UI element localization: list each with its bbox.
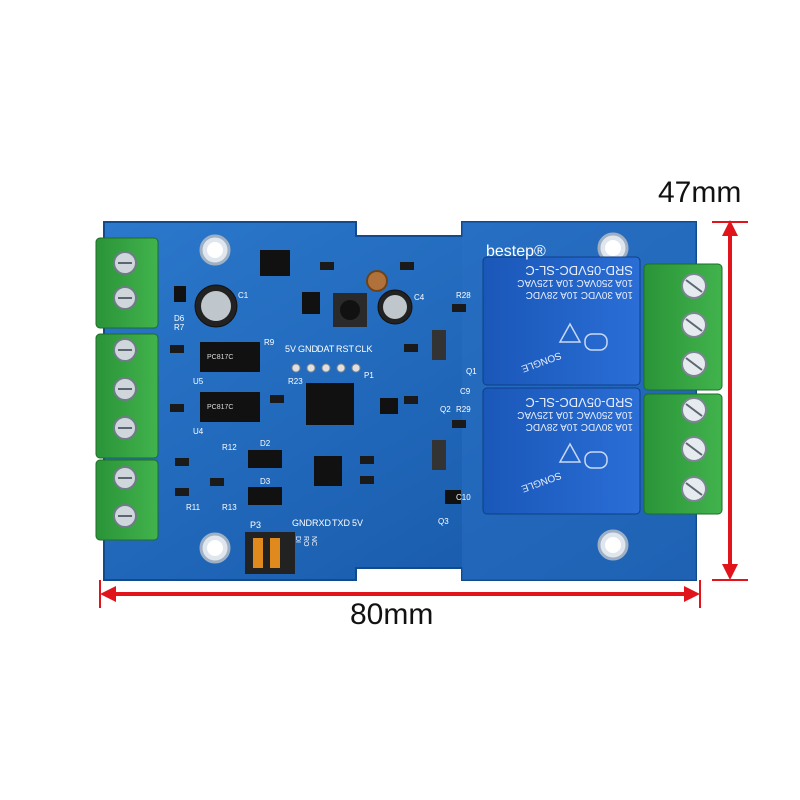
jumper-pin-nc: NC bbox=[310, 536, 317, 546]
width-dimension bbox=[99, 580, 701, 608]
relay-2-rating-2: 10A 30VDC 10A 28VDC bbox=[526, 421, 633, 432]
pin-header bbox=[291, 363, 361, 373]
pin-label-rst: RST bbox=[336, 344, 355, 354]
label-u4: U4 bbox=[193, 427, 204, 436]
height-label: 47mm bbox=[658, 176, 742, 209]
relay-1-model: SRD-05VDC-SL-C bbox=[525, 263, 633, 278]
label-r29: R29 bbox=[456, 405, 471, 414]
opto-labels: PC817C PC817C bbox=[207, 354, 233, 411]
pin-label-5v: 5V bbox=[285, 344, 296, 354]
mounting-holes bbox=[199, 232, 629, 564]
label-r11: R11 bbox=[186, 503, 201, 512]
label-u5: U5 bbox=[193, 377, 204, 386]
right-terminal-blocks bbox=[643, 263, 723, 515]
relay-1-rating-2: 10A 30VDC 10A 28VDC bbox=[526, 289, 633, 300]
silkscreen-labels: U5 U4 C1 C4 D6 R7 R9 R11 R12 R13 D2 D3 R… bbox=[174, 291, 477, 526]
components bbox=[170, 250, 466, 505]
label-q3: Q3 bbox=[438, 517, 449, 526]
jumper-pin-labels: NC RO DI bbox=[294, 536, 317, 547]
opto-1-text: PC817C bbox=[207, 354, 233, 361]
height-dimension bbox=[712, 220, 748, 581]
uart-labels: GND RXD TXD 5V P3 bbox=[250, 518, 363, 530]
pin-header-labels: 5V GND DAT RST CLK bbox=[285, 344, 373, 354]
label-r9: R9 bbox=[264, 338, 275, 347]
pin-label-clk: CLK bbox=[355, 344, 373, 354]
label-d6: D6 bbox=[174, 314, 185, 323]
jumper-label: P3 bbox=[250, 520, 261, 530]
label-c10: C10 bbox=[456, 493, 471, 502]
width-label: 80mm bbox=[350, 598, 434, 631]
brand-label: bestep® bbox=[486, 243, 546, 260]
uart-label-gnd: GND bbox=[292, 518, 313, 528]
label-r23: R23 bbox=[288, 377, 303, 386]
pin-label-gnd: GND bbox=[298, 344, 319, 354]
label-c9: C9 bbox=[460, 387, 471, 396]
label-r12: R12 bbox=[222, 443, 237, 452]
relays bbox=[482, 256, 641, 515]
label-p1: P1 bbox=[364, 371, 374, 380]
label-d2: D2 bbox=[260, 439, 271, 448]
relay-2-rating-1: 10A 250VAC 10A 125VAC bbox=[517, 409, 633, 420]
label-c1: C1 bbox=[238, 291, 249, 300]
opto-2-text: PC817C bbox=[207, 404, 233, 411]
uart-label-5v: 5V bbox=[352, 518, 363, 528]
relay-1-rating-1: 10A 250VAC 10A 125VAC bbox=[517, 277, 633, 288]
pin-label-dat: DAT bbox=[317, 344, 335, 354]
label-q1: Q1 bbox=[466, 367, 477, 376]
label-r7: R7 bbox=[174, 323, 185, 332]
label-c4: C4 bbox=[414, 293, 425, 302]
uart-label-txd: TXD bbox=[332, 518, 351, 528]
jumper-pin-di: DI bbox=[294, 536, 301, 543]
left-terminal-blocks bbox=[95, 237, 159, 541]
label-d3: D3 bbox=[260, 477, 271, 486]
jumper-block bbox=[245, 532, 295, 574]
jumper-pin-ro: RO bbox=[302, 536, 309, 547]
relay-2-model: SRD-05VDC-SL-C bbox=[525, 395, 633, 410]
label-r28: R28 bbox=[456, 291, 471, 300]
uart-label-rxd: RXD bbox=[312, 518, 332, 528]
label-q2: Q2 bbox=[440, 405, 451, 414]
label-r13: R13 bbox=[222, 503, 237, 512]
